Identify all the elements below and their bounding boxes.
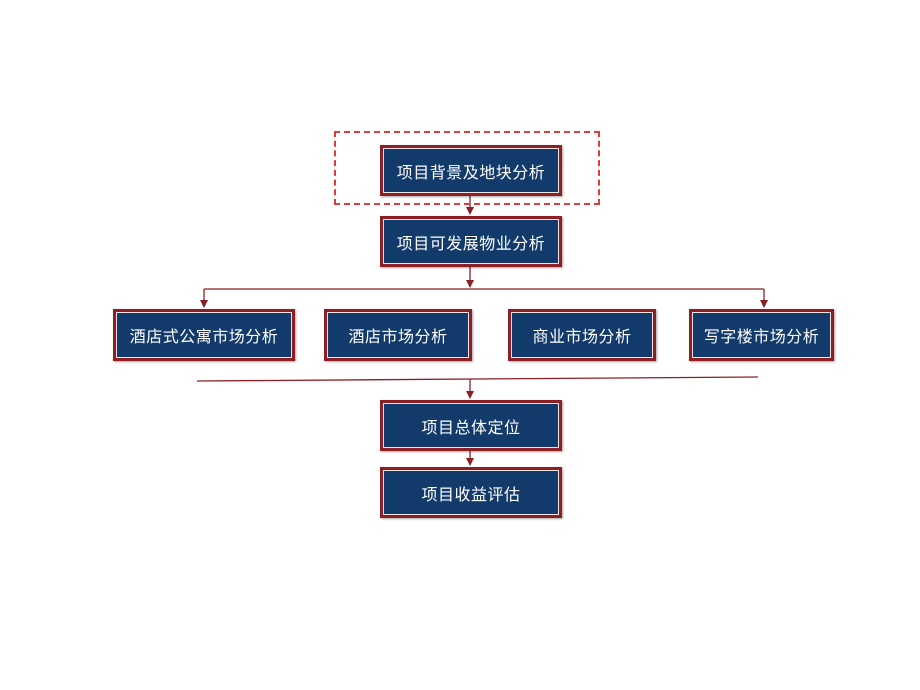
node-revenue-evaluation-label: 项目收益评估: [383, 470, 559, 515]
node-overall-positioning: 项目总体定位: [380, 400, 562, 451]
node-office-market-label: 写字楼市场分析: [692, 312, 831, 358]
node-serviced-apartment-market-label: 酒店式公寓市场分析: [116, 312, 292, 358]
node-background-analysis-label: 项目背景及地块分析: [383, 148, 559, 193]
node-revenue-evaluation: 项目收益评估: [380, 467, 562, 518]
node-serviced-apartment-market: 酒店式公寓市场分析: [113, 309, 295, 361]
node-commercial-market-label: 商业市场分析: [511, 312, 653, 358]
merge-line: [196, 376, 759, 382]
node-hotel-market-label: 酒店市场分析: [327, 312, 469, 358]
highlight-dashed-frame: [334, 131, 600, 205]
node-office-market: 写字楼市场分析: [689, 309, 834, 361]
node-property-analysis: 项目可发展物业分析: [380, 216, 562, 267]
node-overall-positioning-label: 项目总体定位: [383, 403, 559, 448]
node-commercial-market: 商业市场分析: [508, 309, 656, 361]
node-hotel-market: 酒店市场分析: [324, 309, 472, 361]
node-property-analysis-label: 项目可发展物业分析: [383, 219, 559, 264]
node-background-analysis: 项目背景及地块分析: [380, 145, 562, 196]
